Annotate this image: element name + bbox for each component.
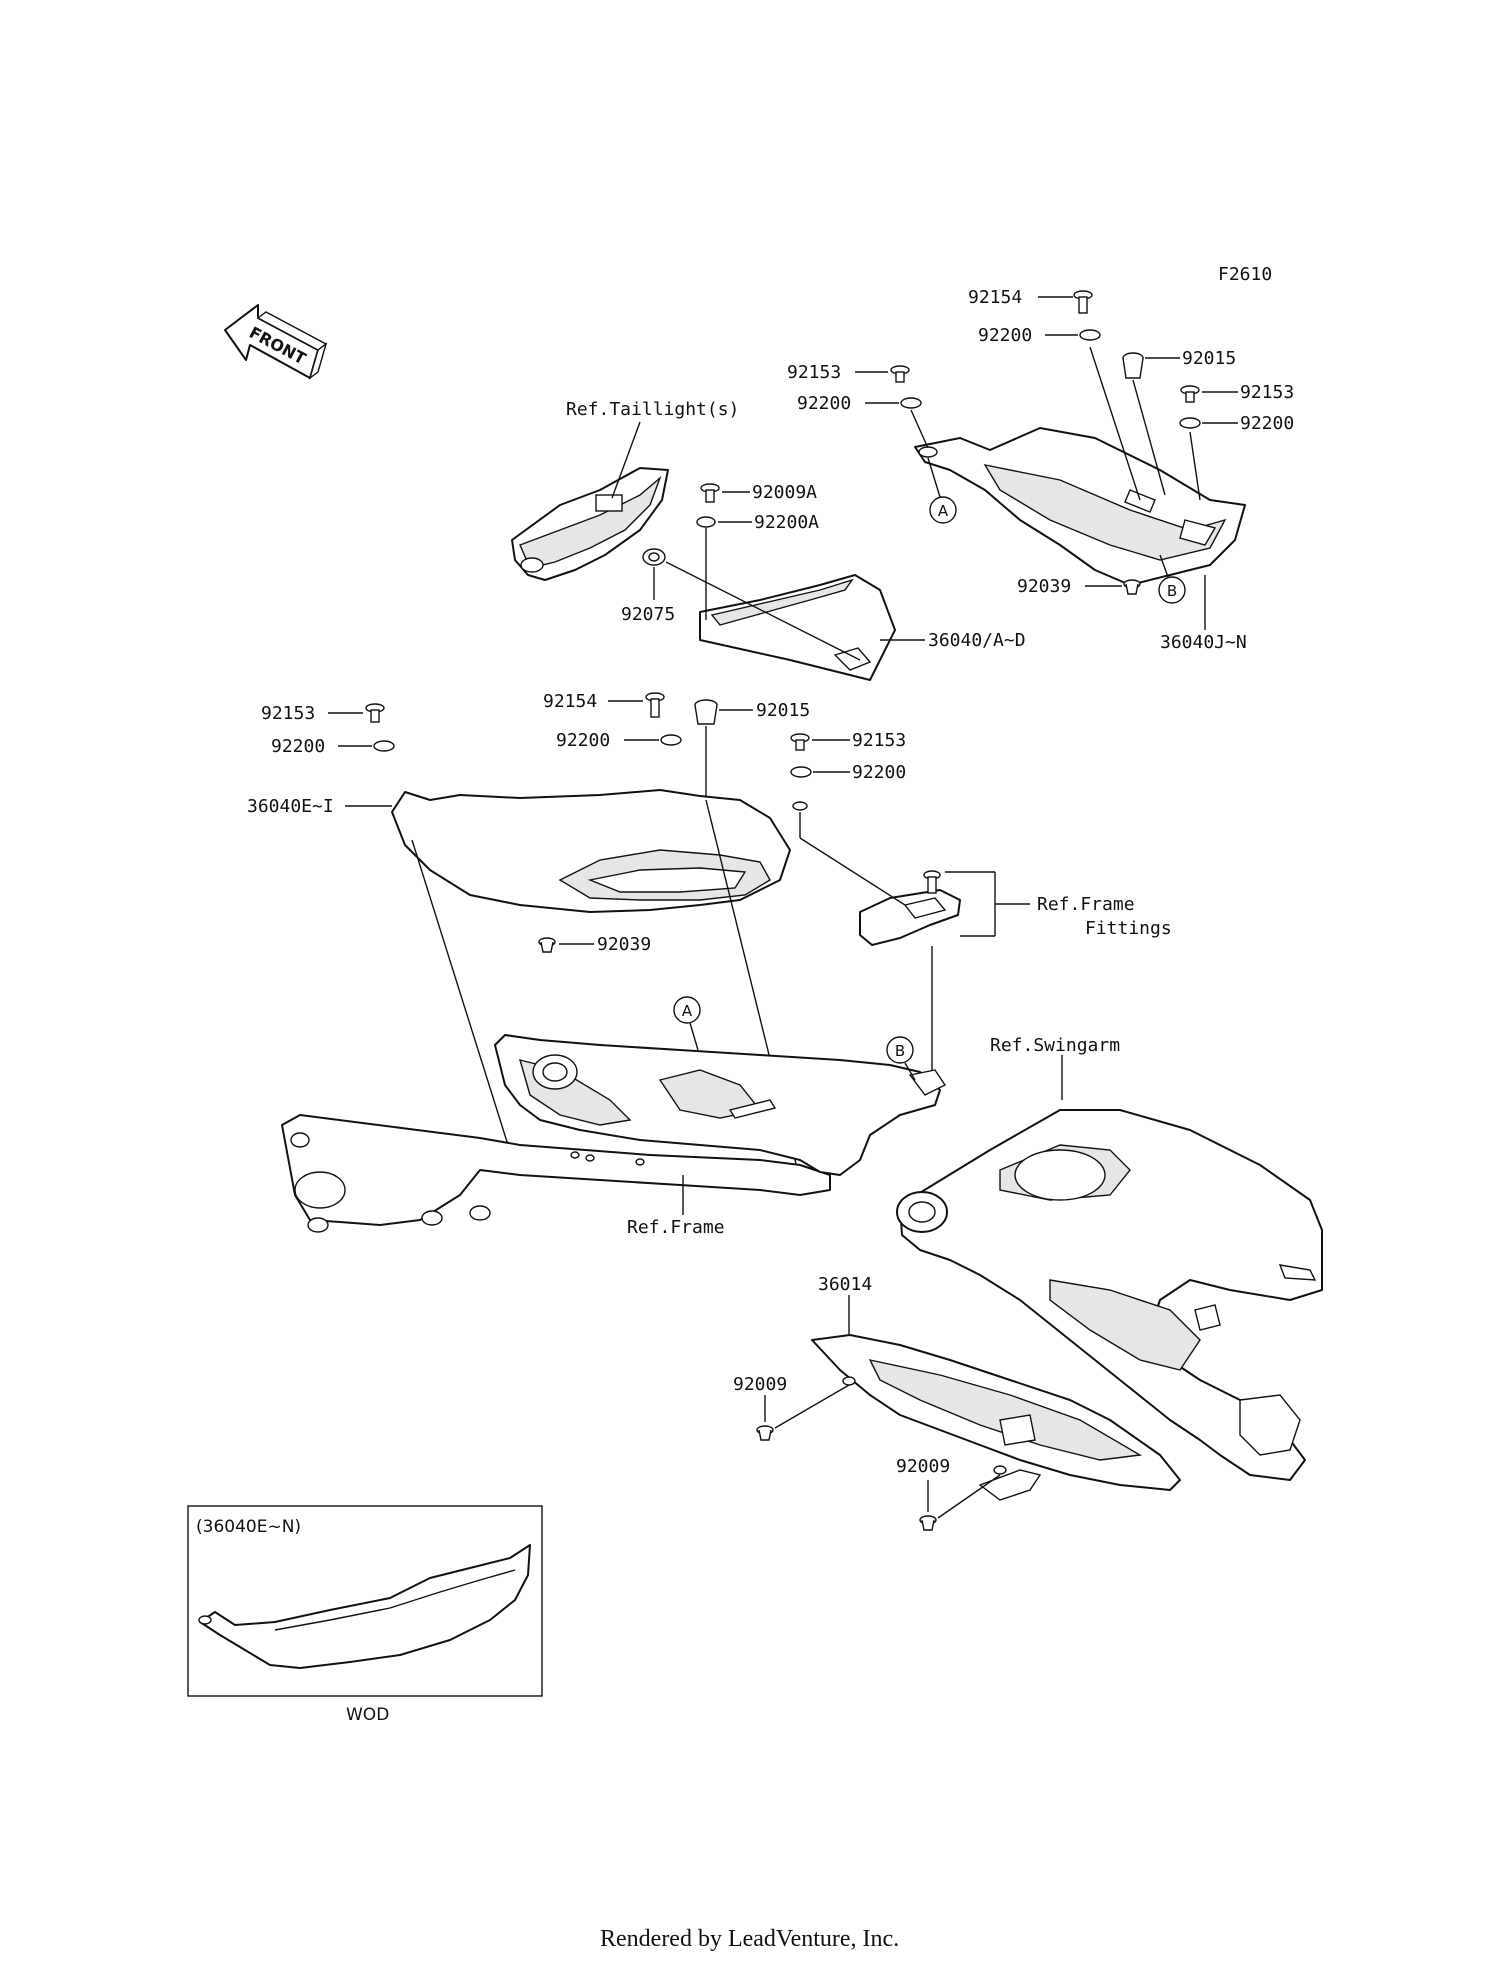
bolt-92009-b-icon bbox=[919, 1515, 937, 1531]
label-92200-top: 92200 bbox=[978, 325, 1032, 346]
frame-fittings-bracket bbox=[859, 870, 961, 946]
bolt-92154-top-icon bbox=[1073, 290, 1093, 314]
callout-b-frame-label: B bbox=[895, 1042, 905, 1060]
callout-a-frame bbox=[673, 996, 701, 1024]
label-92009-b: 92009 bbox=[896, 1456, 950, 1477]
seat-cover-36040-A-D bbox=[699, 574, 896, 681]
washer-92200-left-icon bbox=[373, 740, 395, 752]
swingarm bbox=[896, 1109, 1323, 1481]
label-92200-tl: 92200 bbox=[797, 393, 851, 414]
leader-line bbox=[799, 837, 906, 906]
label-92075: 92075 bbox=[621, 604, 675, 625]
label-36040J-N: 36040J~N bbox=[1160, 632, 1247, 653]
label-92039-top: 92039 bbox=[1017, 576, 1071, 597]
washer-92200-tl-icon bbox=[900, 397, 922, 409]
label-92154-mid: 92154 bbox=[543, 691, 597, 712]
callout-a-top-label: A bbox=[938, 502, 949, 520]
leader-line bbox=[665, 561, 861, 661]
label-92153-tr: 92153 bbox=[1240, 382, 1294, 403]
leader-line bbox=[1132, 379, 1166, 496]
label-ref-taillight: Ref.Taillight(s) bbox=[566, 399, 739, 420]
leader-line bbox=[904, 1062, 916, 1081]
seat-cowl-36040J-N bbox=[914, 427, 1246, 586]
label-ref-frame-fittings-1: Ref.Frame bbox=[1037, 894, 1135, 915]
callout-a-frame-label: A bbox=[682, 1002, 693, 1020]
callout-a-top bbox=[929, 496, 957, 524]
washer-92200-top-icon bbox=[1079, 329, 1101, 341]
label-92200-tr: 92200 bbox=[1240, 413, 1294, 434]
leader-line bbox=[611, 421, 641, 499]
bolt-92009A-icon bbox=[700, 483, 720, 503]
washer-92200A-icon bbox=[696, 516, 716, 528]
bolt-92009-a-icon bbox=[756, 1425, 774, 1441]
callout-b-frame bbox=[886, 1036, 914, 1064]
rear-frame bbox=[281, 1034, 947, 1233]
leader-line bbox=[1159, 554, 1169, 578]
label-92039-mid: 92039 bbox=[597, 934, 651, 955]
inset-caption: WOD bbox=[346, 1705, 389, 1725]
label-92153-tl: 92153 bbox=[787, 362, 841, 383]
label-36040-A-D: 36040/A~D bbox=[928, 630, 1026, 651]
label-92200A: 92200A bbox=[754, 512, 819, 533]
taillight-assembly bbox=[511, 467, 669, 581]
bolt-92153-tl-icon bbox=[890, 365, 910, 383]
callout-b-top-label: B bbox=[1167, 582, 1177, 600]
bolt-92154-mid-icon bbox=[645, 692, 665, 718]
leader-line bbox=[411, 839, 509, 1146]
callout-b-top bbox=[1158, 576, 1186, 604]
label-92009A: 92009A bbox=[752, 482, 817, 503]
inset-side-cover bbox=[198, 1544, 531, 1669]
washer-92200-mid-icon bbox=[660, 734, 682, 746]
chain-guard-36014 bbox=[811, 1334, 1181, 1501]
leader-line bbox=[774, 1384, 850, 1429]
washer-92200-tr-icon bbox=[1179, 417, 1201, 429]
rivet-92039-mid-icon bbox=[538, 937, 556, 953]
side-cover-36040E-I bbox=[391, 789, 808, 913]
label-36040E-I: 36040E~I bbox=[247, 796, 334, 817]
label-92200-left: 92200 bbox=[271, 736, 325, 757]
label-92009-a: 92009 bbox=[733, 1374, 787, 1395]
label-ref-frame: Ref.Frame bbox=[627, 1217, 725, 1238]
label-ref-frame-fittings-2: Fittings bbox=[1085, 918, 1172, 939]
label-36014: 36014 bbox=[818, 1274, 872, 1295]
bolt-92153-left-icon bbox=[365, 703, 385, 723]
leader-line bbox=[927, 457, 941, 498]
label-92015-top: 92015 bbox=[1182, 348, 1236, 369]
leader-line bbox=[1089, 346, 1141, 501]
label-92153-left: 92153 bbox=[261, 703, 315, 724]
collar-92015-mid-icon bbox=[694, 699, 718, 725]
leader-line bbox=[689, 1022, 699, 1051]
inset-box bbox=[187, 1505, 543, 1697]
bolt-92153-mid-icon bbox=[790, 733, 810, 751]
label-92200-mid2: 92200 bbox=[852, 762, 906, 783]
figure-code: F2610 bbox=[1218, 264, 1272, 285]
collar-92015-top-icon bbox=[1122, 352, 1144, 379]
label-ref-swingarm: Ref.Swingarm bbox=[990, 1035, 1120, 1056]
inset-title: (36040E~N) bbox=[196, 1517, 301, 1537]
label-92200-mid: 92200 bbox=[556, 730, 610, 751]
washer-92200-mid2-icon bbox=[790, 766, 812, 778]
leader-line bbox=[1189, 431, 1201, 501]
label-92015-mid: 92015 bbox=[756, 700, 810, 721]
label-92154-top: 92154 bbox=[968, 287, 1022, 308]
grommet-92075-icon bbox=[642, 548, 666, 566]
front-arrow-icon: FRONT bbox=[224, 304, 328, 380]
label-92153-mid: 92153 bbox=[852, 730, 906, 751]
footer-credit: Rendered by LeadVenture, Inc. bbox=[600, 1926, 899, 1952]
leader-line bbox=[937, 1474, 1001, 1519]
rivet-92039-top-icon bbox=[1123, 579, 1141, 595]
leader-line bbox=[910, 409, 929, 449]
bolt-92153-tr-icon bbox=[1180, 385, 1200, 403]
